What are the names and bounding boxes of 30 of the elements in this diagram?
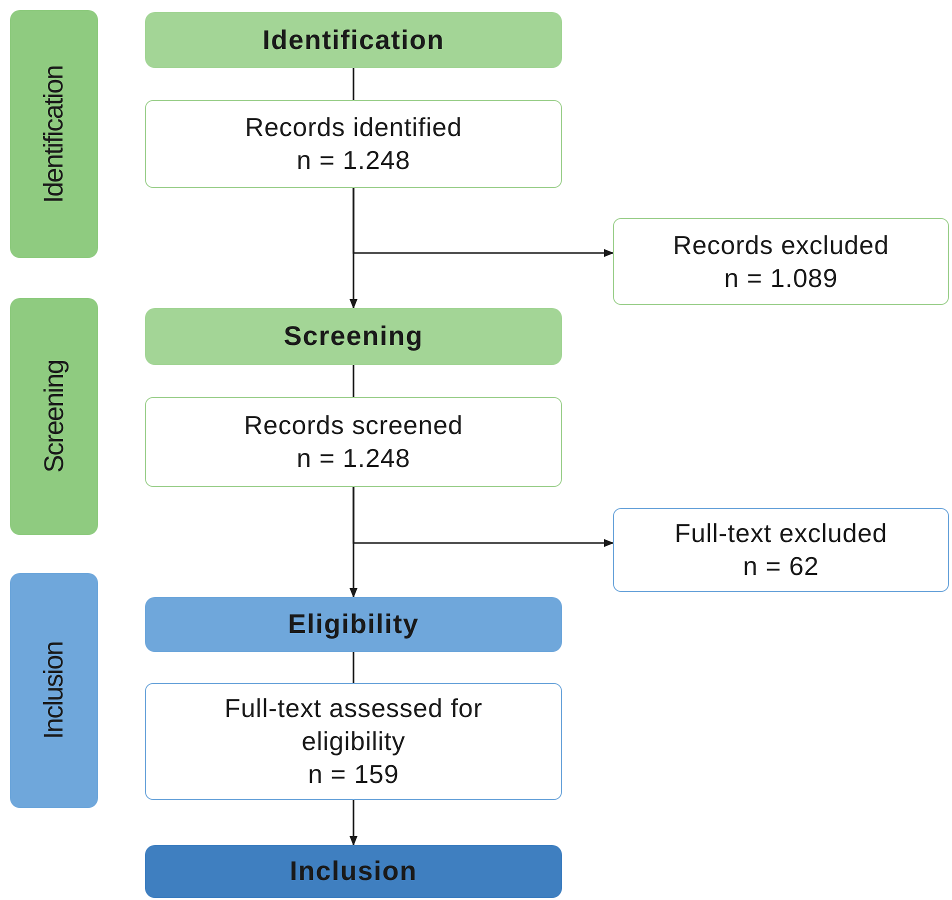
phase-band bbox=[10, 298, 98, 535]
count-text: n = 62 bbox=[742, 550, 819, 583]
arrow bbox=[350, 800, 358, 846]
record-box bbox=[613, 508, 949, 592]
arrow bbox=[352, 487, 614, 547]
box-title: Records identified bbox=[244, 111, 462, 144]
connector-line bbox=[352, 652, 354, 683]
count-text: n = 159 bbox=[308, 758, 399, 791]
connector-line bbox=[352, 68, 354, 100]
stage-header: Inclusion bbox=[145, 845, 562, 898]
count-text: n = 1.248 bbox=[296, 442, 410, 475]
record-box bbox=[145, 100, 562, 188]
connector-line bbox=[352, 365, 354, 397]
phase-label: Screening bbox=[38, 360, 70, 473]
phase-label: Identification bbox=[38, 65, 70, 203]
record-box bbox=[145, 397, 562, 487]
phase-label: Inclusion bbox=[38, 642, 70, 740]
box-title: Records screened bbox=[244, 409, 463, 442]
count-text: n = 1.248 bbox=[296, 144, 410, 177]
count-text: n = 1.089 bbox=[724, 262, 838, 294]
stage-header: Identification bbox=[145, 12, 562, 68]
stage-header: Screening bbox=[145, 308, 562, 365]
box-title: Records excluded bbox=[672, 228, 890, 262]
phase-band bbox=[10, 573, 98, 808]
stage-header: Eligibility bbox=[145, 597, 562, 652]
record-box bbox=[613, 218, 949, 305]
arrow bbox=[352, 188, 614, 257]
box-title: Full-text excluded bbox=[674, 517, 888, 550]
record-box bbox=[145, 683, 562, 800]
phase-band bbox=[10, 10, 98, 258]
